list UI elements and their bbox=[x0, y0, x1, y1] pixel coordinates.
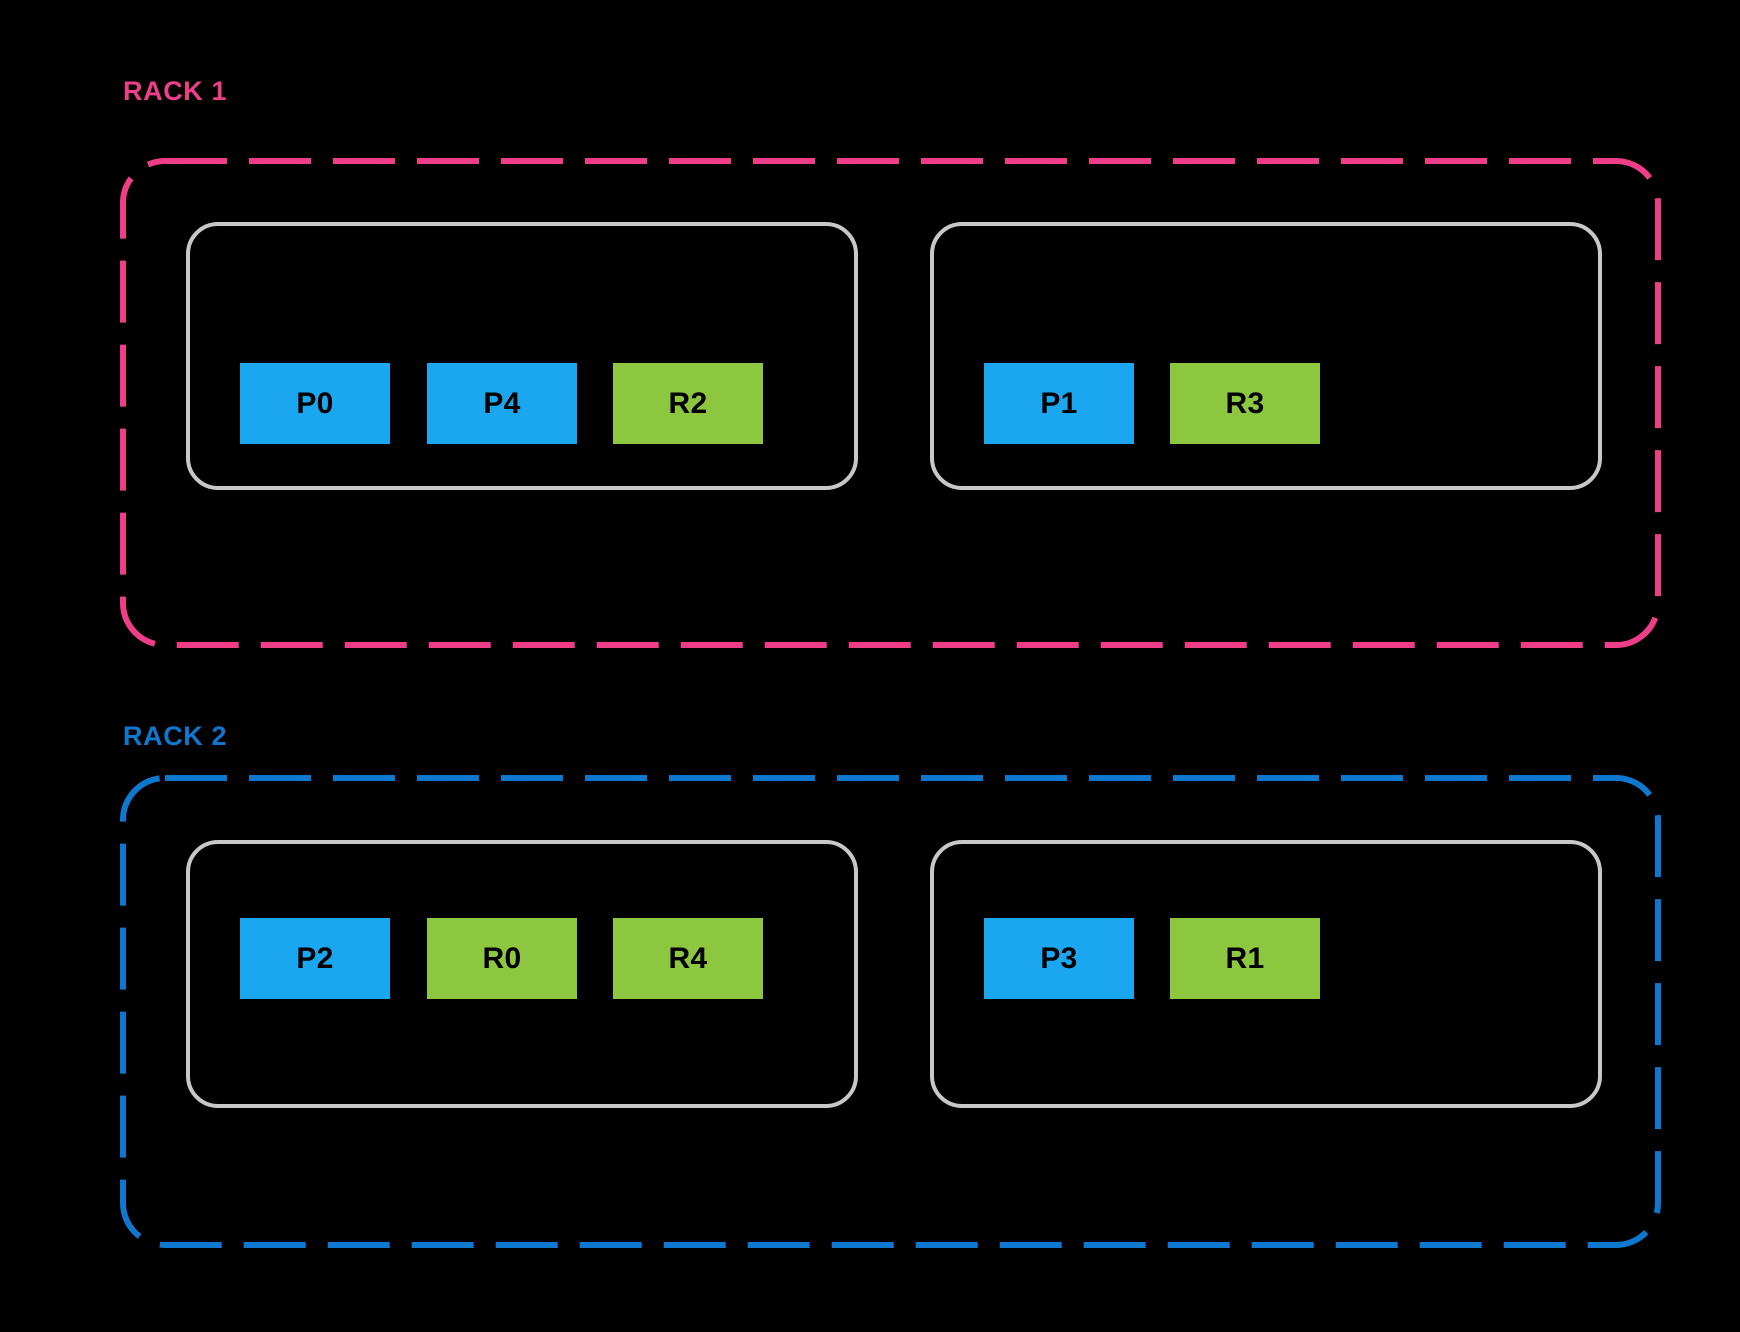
rack-label-2: RACK 2 bbox=[123, 721, 228, 751]
partition-chip-p4: P4 bbox=[427, 363, 577, 444]
replica-chip-r1: R1 bbox=[1170, 918, 1320, 999]
replica-chip-r0: R0 bbox=[427, 918, 577, 999]
broker-2-2 bbox=[930, 840, 1602, 1108]
partition-chip-p1: P1 bbox=[984, 363, 1134, 444]
partition-chip-p0: P0 bbox=[240, 363, 390, 444]
partition-chip-p3: P3 bbox=[984, 918, 1134, 999]
broker-1-1 bbox=[186, 222, 858, 490]
replica-chip-r2: R2 bbox=[613, 363, 763, 444]
partition-chip-p2: P2 bbox=[240, 918, 390, 999]
broker-2-1 bbox=[186, 840, 858, 1108]
rack-label-1: RACK 1 bbox=[123, 76, 228, 106]
replica-chip-r3: R3 bbox=[1170, 363, 1320, 444]
broker-1-2 bbox=[930, 222, 1602, 490]
replica-chip-r4: R4 bbox=[613, 918, 763, 999]
